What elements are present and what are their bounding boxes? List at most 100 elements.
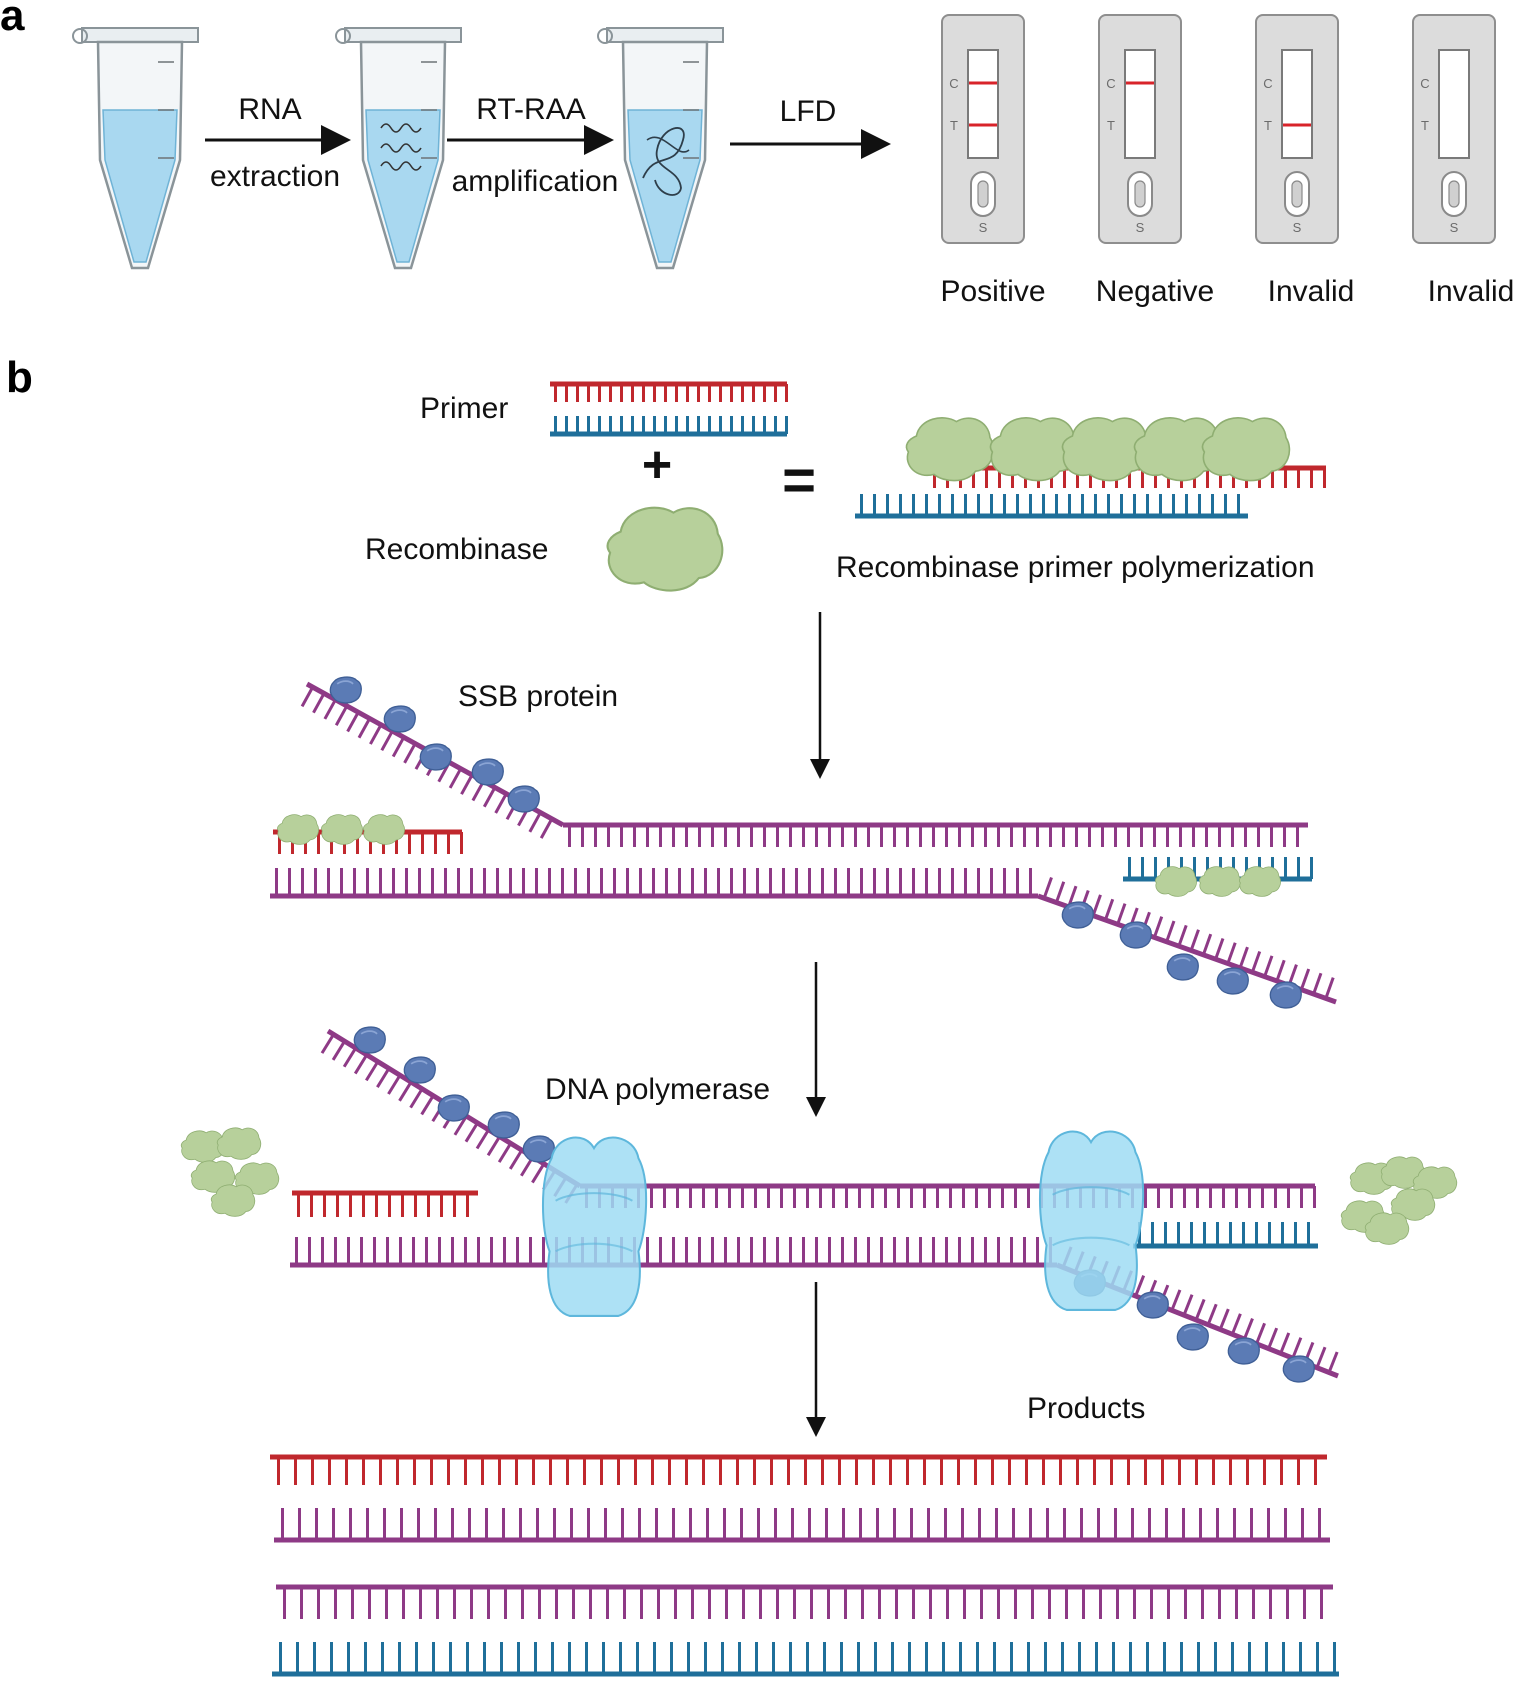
base-tick xyxy=(497,1142,512,1163)
base-tick xyxy=(508,1149,524,1170)
base-tick xyxy=(1327,1351,1339,1374)
strip-letter-c: C xyxy=(1420,76,1429,91)
base-tick xyxy=(1275,959,1286,982)
step-label-top: LFD xyxy=(780,95,837,128)
panel-b-label: b xyxy=(6,353,33,402)
products-label: Products xyxy=(1027,1392,1145,1425)
base-tick xyxy=(464,1122,479,1143)
base-tick xyxy=(539,818,554,839)
strip-letter-c: C xyxy=(1106,76,1115,91)
ssb-protein xyxy=(419,743,453,771)
polymerase-label: DNA polymerase xyxy=(545,1073,770,1106)
base-tick xyxy=(1194,1298,1206,1321)
strip-letter-t: T xyxy=(1421,118,1429,133)
base-tick xyxy=(1170,1289,1182,1311)
strip-letter-s: S xyxy=(1293,220,1302,235)
ssb-protein xyxy=(507,785,541,813)
step-label-top: RT-RAA xyxy=(476,93,585,126)
base-tick xyxy=(1134,1275,1146,1297)
ssb-protein xyxy=(471,758,505,786)
ssb-protein xyxy=(437,1094,471,1122)
strip-result-label: Negative xyxy=(1096,275,1214,308)
recombinase-protein xyxy=(606,506,724,592)
tube-row xyxy=(72,27,724,270)
template-bottom-strand xyxy=(270,868,1038,899)
ssb-protein xyxy=(1119,921,1153,949)
recombinase-label: Recombinase xyxy=(365,533,548,566)
lfd-strip: C T S Invalid xyxy=(1255,14,1355,308)
base-tick xyxy=(334,705,349,726)
tube-cap xyxy=(606,27,724,43)
base-tick xyxy=(409,1088,424,1109)
template-top-strand xyxy=(563,822,1308,847)
template-bottom-strand xyxy=(290,1237,1057,1268)
dna-polymerase-left xyxy=(541,1136,648,1317)
step-rt-raa-amplification: RT-RAA amplification xyxy=(447,93,618,198)
sample-well-inner xyxy=(1134,180,1146,208)
sample-well-inner xyxy=(1291,180,1303,208)
base-tick xyxy=(1165,920,1176,943)
base-tick xyxy=(1152,916,1164,938)
product-1-template xyxy=(274,1508,1330,1543)
result-window xyxy=(1124,49,1156,159)
sample-tube xyxy=(597,27,724,270)
base-tick xyxy=(342,1047,357,1068)
plus-sign: + xyxy=(642,436,672,494)
base-tick xyxy=(312,692,326,714)
base-tick xyxy=(380,730,394,752)
ssb-protein xyxy=(522,1135,556,1163)
base-tick xyxy=(398,1081,413,1102)
sample-tube xyxy=(72,27,199,270)
ssb-protein xyxy=(487,1111,521,1139)
step-label-bottom: extraction xyxy=(210,160,340,193)
base-tick xyxy=(1243,1318,1254,1340)
base-tick xyxy=(365,1060,380,1082)
base-tick xyxy=(1182,1294,1194,1316)
base-tick xyxy=(1054,881,1066,904)
step-label-top: RNA xyxy=(238,93,301,126)
ssb-protein xyxy=(353,1026,387,1054)
base-tick xyxy=(1218,1308,1230,1331)
ssb-protein xyxy=(1136,1291,1170,1319)
strip-letter-c: C xyxy=(949,76,958,91)
strip-letter-t: T xyxy=(1107,118,1115,133)
rna-strand xyxy=(380,123,422,133)
product-1-red xyxy=(270,1454,1327,1485)
base-tick xyxy=(353,1054,369,1075)
strip-letter-c: C xyxy=(1263,76,1272,91)
strip-letter-s: S xyxy=(979,220,988,235)
base-tick xyxy=(1279,1332,1291,1354)
base-tick xyxy=(1291,1337,1303,1359)
sample-tube xyxy=(335,27,462,270)
base-tick xyxy=(453,1115,468,1136)
sample-well-inner xyxy=(1448,180,1460,208)
base-tick xyxy=(1042,876,1053,899)
primer-strand-blue xyxy=(550,416,788,437)
strip-result-label: Invalid xyxy=(1428,275,1515,308)
equals-sign: = xyxy=(782,448,816,513)
base-tick xyxy=(1230,1313,1242,1335)
strip-letter-t: T xyxy=(1264,118,1272,133)
base-tick xyxy=(320,1033,335,1054)
base-tick xyxy=(1116,903,1127,925)
recombinase-on-primer xyxy=(277,814,319,845)
amplicon-tangle xyxy=(646,136,690,153)
recombinase-on-primer xyxy=(1201,417,1291,482)
strip-result-label: Invalid xyxy=(1268,275,1355,308)
base-tick xyxy=(331,1040,346,1061)
step-label-bottom: amplification xyxy=(452,165,619,198)
extending-primer-right xyxy=(1133,1222,1318,1249)
base-tick xyxy=(486,1135,501,1157)
tube-cap xyxy=(81,27,199,43)
product-2-blue xyxy=(272,1642,1339,1677)
base-tick xyxy=(357,717,371,739)
ssb-protein xyxy=(329,676,363,704)
complex-primer-blue xyxy=(855,494,1248,519)
strip-letter-t: T xyxy=(950,118,958,133)
base-tick xyxy=(1177,924,1188,947)
ssb-protein xyxy=(403,1056,437,1084)
tube-hinge xyxy=(72,28,88,44)
